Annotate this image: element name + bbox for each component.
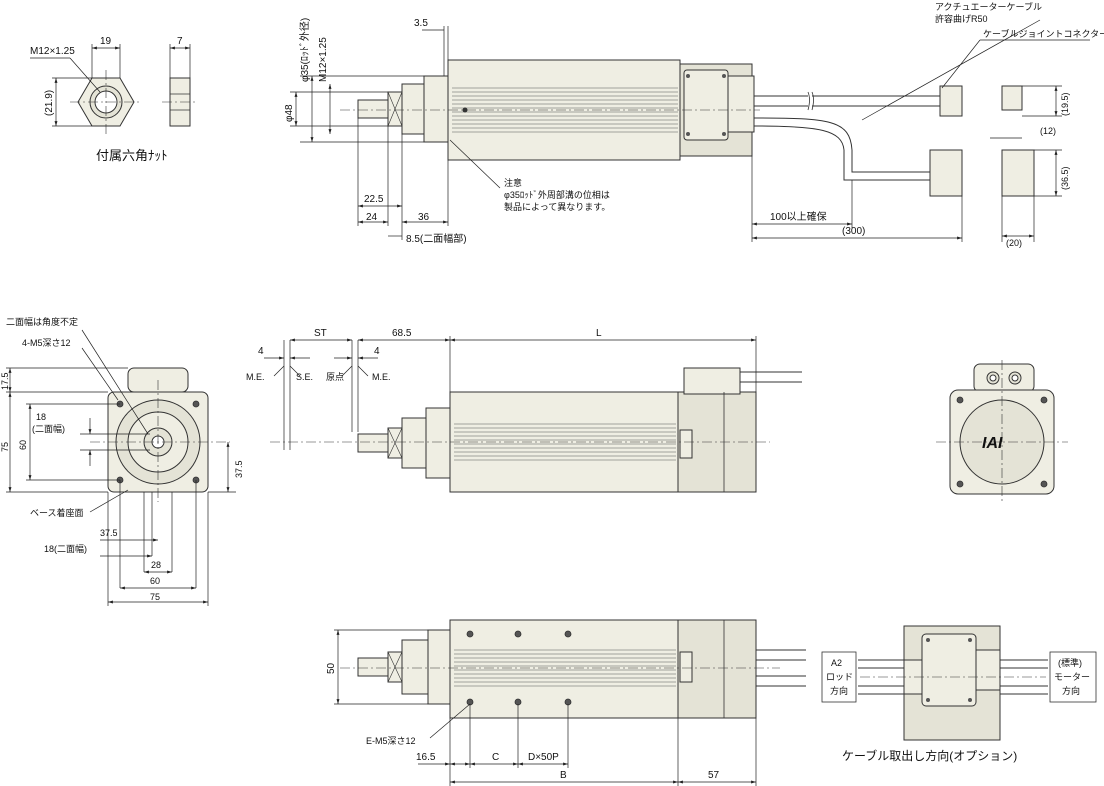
label-em5: E-M5深さ12 bbox=[366, 736, 416, 746]
option-view bbox=[821, 625, 1097, 741]
dim-75-left: 75 bbox=[0, 442, 10, 452]
bottom-body bbox=[449, 619, 679, 719]
dim-24: 24 bbox=[366, 212, 378, 223]
rod-thread-label: M12×1.25 bbox=[318, 37, 329, 82]
dim-100: 100以上確保 bbox=[770, 210, 827, 223]
note-title: 注意 bbox=[504, 177, 522, 188]
cable-connector-upper bbox=[939, 85, 963, 117]
bottom-ribs bbox=[454, 649, 676, 687]
side-flange bbox=[425, 407, 451, 479]
side-rod-tube bbox=[401, 417, 427, 469]
top-view bbox=[290, 19, 1090, 242]
label-base-seat: ベース着座面 bbox=[30, 507, 84, 518]
option-standard: (標準) bbox=[1058, 657, 1082, 668]
body-dia-label: φ48 bbox=[284, 104, 295, 122]
dim-8-5: 8.5(二面幅部) bbox=[406, 232, 467, 245]
dim-75-bottom: 75 bbox=[150, 592, 160, 602]
conn-19-5: (19.5) bbox=[1060, 92, 1070, 116]
label-4-m5: 4-M5深さ12 bbox=[22, 338, 71, 348]
option-a2: A2 bbox=[831, 658, 842, 668]
nut-caption: 付属六角ﾅｯﾄ bbox=[96, 148, 168, 163]
rod-dia-label: φ35(ﾛｯﾄﾞ外径) bbox=[298, 18, 311, 82]
rod-end bbox=[357, 99, 389, 119]
dim-stroke: ST bbox=[314, 328, 327, 339]
conn-20: (20) bbox=[1006, 238, 1022, 248]
dim-68-5: 68.5 bbox=[392, 328, 412, 339]
dim-3-5: 3.5 bbox=[414, 18, 428, 29]
dim-dxp: D×50P bbox=[528, 752, 559, 763]
conn-12: (12) bbox=[1040, 126, 1056, 136]
dim-50: 50 bbox=[326, 662, 337, 674]
body-ribs bbox=[452, 87, 678, 133]
conn-36-5: (36.5) bbox=[1060, 166, 1070, 190]
dim-18-flat: 18 bbox=[36, 412, 46, 422]
connector-side-upper bbox=[1001, 85, 1023, 111]
front-view bbox=[6, 329, 236, 606]
hex-nut-view bbox=[30, 44, 198, 134]
side-view bbox=[264, 336, 802, 493]
cable-bend-radius: 許容曲げR50 bbox=[935, 13, 988, 24]
nut-height-label: (21.9) bbox=[44, 90, 55, 116]
dim-length: L bbox=[596, 328, 602, 339]
option-right-box bbox=[1049, 651, 1097, 703]
dim-60-left: 60 bbox=[18, 440, 28, 450]
side-ribs bbox=[454, 423, 676, 461]
option-rod: ロッド bbox=[826, 672, 853, 682]
dim-17-5: 17.5 bbox=[0, 372, 10, 390]
note-line1: φ35ﾛｯﾄﾞ外周部溝の位相は bbox=[504, 189, 610, 200]
dim-18-flat-sub: (二面幅) bbox=[32, 423, 65, 434]
dim-36: 36 bbox=[418, 212, 430, 223]
side-rod-end bbox=[357, 433, 389, 453]
dim-4-right: 4 bbox=[374, 346, 380, 357]
end-connector-block bbox=[973, 363, 1035, 393]
dim-28: 28 bbox=[151, 560, 161, 570]
label-me-left: M.E. bbox=[246, 372, 265, 382]
dim-16-5: 16.5 bbox=[416, 752, 436, 763]
cable-connector-label: ケーブルジョイントコネクター bbox=[983, 28, 1104, 39]
dim-c: C bbox=[492, 752, 499, 763]
cable-connector-lower bbox=[929, 149, 963, 197]
dim-b: B bbox=[560, 770, 567, 781]
nut-thread-label: M12×1.25 bbox=[30, 46, 75, 57]
bottom-view bbox=[334, 619, 806, 786]
dim-60-bottom: 60 bbox=[150, 576, 160, 586]
option-dir-left: 方向 bbox=[830, 685, 848, 696]
dim-37-5: 37.5 bbox=[100, 528, 118, 538]
dim-300: (300) bbox=[842, 226, 865, 237]
connector-side-lower bbox=[1001, 149, 1035, 197]
dim-4-left: 4 bbox=[258, 346, 264, 357]
side-motor-top bbox=[683, 367, 741, 395]
nut-width-label: 19 bbox=[100, 36, 112, 47]
cable-bend-label: アクチュエーターケーブル bbox=[935, 1, 1042, 12]
option-caption: ケーブル取出し方向(オプション) bbox=[842, 748, 1017, 763]
option-motor-label: モーター bbox=[1054, 672, 1090, 682]
label-se: S.E. bbox=[296, 372, 313, 382]
end-view bbox=[936, 360, 1068, 504]
connector-plate bbox=[683, 69, 729, 141]
front-flange bbox=[423, 75, 449, 143]
dim-57: 57 bbox=[708, 770, 720, 781]
rod-tube bbox=[401, 83, 425, 135]
label-me-right: M.E. bbox=[372, 372, 391, 382]
end-logo: IAI bbox=[982, 435, 1003, 452]
option-plate bbox=[921, 633, 977, 707]
label-flat-undefined: 二面幅は角度不定 bbox=[6, 316, 78, 327]
dim-18-width: 18(二面幅) bbox=[44, 543, 87, 554]
dim-37-5-right: 37.5 bbox=[234, 460, 244, 478]
connector-box bbox=[727, 75, 755, 133]
dim-22-5: 22.5 bbox=[364, 194, 384, 205]
label-origin: 原点 bbox=[326, 372, 344, 382]
note-line2: 製品によって異なります。 bbox=[504, 201, 610, 212]
nut-thickness-label: 7 bbox=[177, 36, 183, 47]
option-dir-right: 方向 bbox=[1062, 685, 1080, 696]
option-left-box bbox=[821, 651, 857, 703]
